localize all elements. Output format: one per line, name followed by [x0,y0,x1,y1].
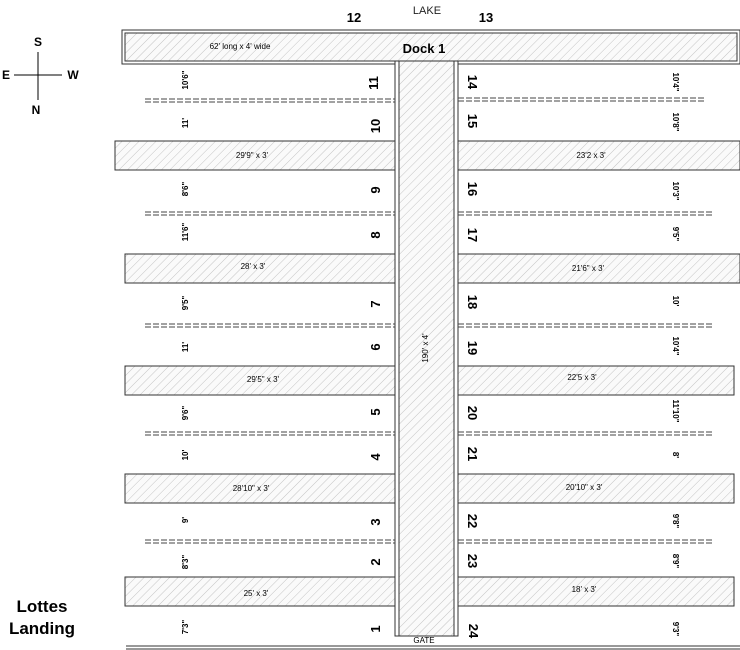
brand-name: Lottes Landing [0,596,84,640]
finger-left [114,140,396,171]
slip-number-4: 4 [368,453,383,461]
slip-width-24: 9'3" [671,622,680,637]
slip-12-label: 12 [347,10,361,25]
main-dock [124,32,738,62]
finger-right-size: 20'10" x 3' [566,483,603,492]
slip-number-1: 1 [368,625,383,632]
slip-width-19: 10'4" [671,336,680,355]
slip-width-3: 9' [181,517,190,523]
main-dock-size: 62' long x 4' wide [210,42,271,51]
compass-w: W [67,68,79,82]
slip-number-6: 6 [368,343,383,350]
lake-label: LAKE [413,5,441,17]
slip-width-9: 8'6" [181,181,190,196]
slip-number-18: 18 [465,295,480,309]
slip-width-10: 11' [181,118,190,128]
finger-right [457,473,735,504]
slip-width-8: 11'6" [181,222,190,241]
slip-width-16: 10'3" [671,181,680,200]
compass-e: E [2,68,10,82]
slip-width-14: 10'4" [671,72,680,91]
finger-row-2: 28' x 3' 21'6" x 3' [124,253,740,284]
slip-number-3: 3 [368,518,383,525]
finger-right-size: 21'6" x 3' [572,264,605,273]
finger-right-size: 23'2 x 3' [576,151,606,160]
slip-width-18: 10' [671,296,680,307]
slip-width-23: 8'9" [671,554,680,569]
slip-number-8: 8 [368,231,383,238]
finger-left-size: 25' x 3' [244,589,269,598]
finger-left [124,576,396,607]
brand-line-1: Lottes [16,597,68,616]
finger-row-3: 29'5" x 3' 22'5 x 3' [124,365,735,396]
slip-number-5: 5 [368,408,383,415]
slip-number-24: 24 [466,624,481,639]
finger-row-5: 25' x 3' 18' x 3' [124,576,735,607]
slip-width-11: 10'6" [181,70,190,89]
gate-label: GATE [413,636,434,645]
compass-n: N [32,103,41,117]
slip-number-2: 2 [368,558,383,565]
finger-left-size: 29'5" x 3' [247,375,280,384]
slip-width-20: 11'10" [671,399,680,422]
slip-width-2: 8'3" [181,554,190,569]
walkway [398,60,455,637]
compass: S E W N [2,35,79,117]
slip-number-10: 10 [368,119,383,133]
finger-right [457,253,740,284]
finger-left-size: 28'10" x 3' [233,484,270,493]
slip-number-17: 17 [465,228,480,242]
slip-width-21: 8' [671,452,680,458]
finger-left-size: 28' x 3' [241,262,266,271]
finger-left [124,253,396,284]
slip-number-7: 7 [368,300,383,307]
finger-right-size: 18' x 3' [572,585,597,594]
divider-ropes [145,97,713,544]
slip-number-16: 16 [465,182,480,196]
finger-left [124,473,396,504]
slip-width-1: 7'3" [181,619,190,634]
slip-number-23: 23 [465,554,480,568]
slip-number-9: 9 [368,186,383,193]
slip-number-14: 14 [465,75,480,90]
slip-width-22: 9'8" [671,514,680,529]
slip-width-6: 11' [181,342,190,352]
slip-width-4: 10' [181,450,190,461]
slip-number-20: 20 [465,406,480,420]
brand-line-2: Landing [8,619,76,638]
slip-number-19: 19 [465,341,480,355]
dock-1-label: Dock 1 [403,41,446,56]
finger-row-4: 28'10" x 3' 20'10" x 3' [124,473,735,504]
slip-13-label: 13 [479,10,493,25]
finger-left [124,365,396,396]
slip-number-11: 11 [366,76,381,90]
finger-right-size: 22'5 x 3' [567,373,597,382]
slip-number-15: 15 [465,114,480,128]
finger-right [457,365,735,396]
walkway-size: 190' x 4' [421,333,430,363]
compass-s: S [34,35,42,49]
finger-row-1: 29'9" x 3' 23'2 x 3' [114,140,740,171]
slip-width-5: 9'6" [181,405,190,420]
finger-right [457,140,740,171]
slip-number-22: 22 [465,514,480,528]
slip-width-15: 10'8" [671,112,680,131]
finger-right [457,576,735,607]
slip-number-21: 21 [465,447,480,461]
slip-width-7: 9'5" [181,295,190,310]
finger-left-size: 29'9" x 3' [236,151,269,160]
slip-width-17: 9'5" [671,227,680,242]
